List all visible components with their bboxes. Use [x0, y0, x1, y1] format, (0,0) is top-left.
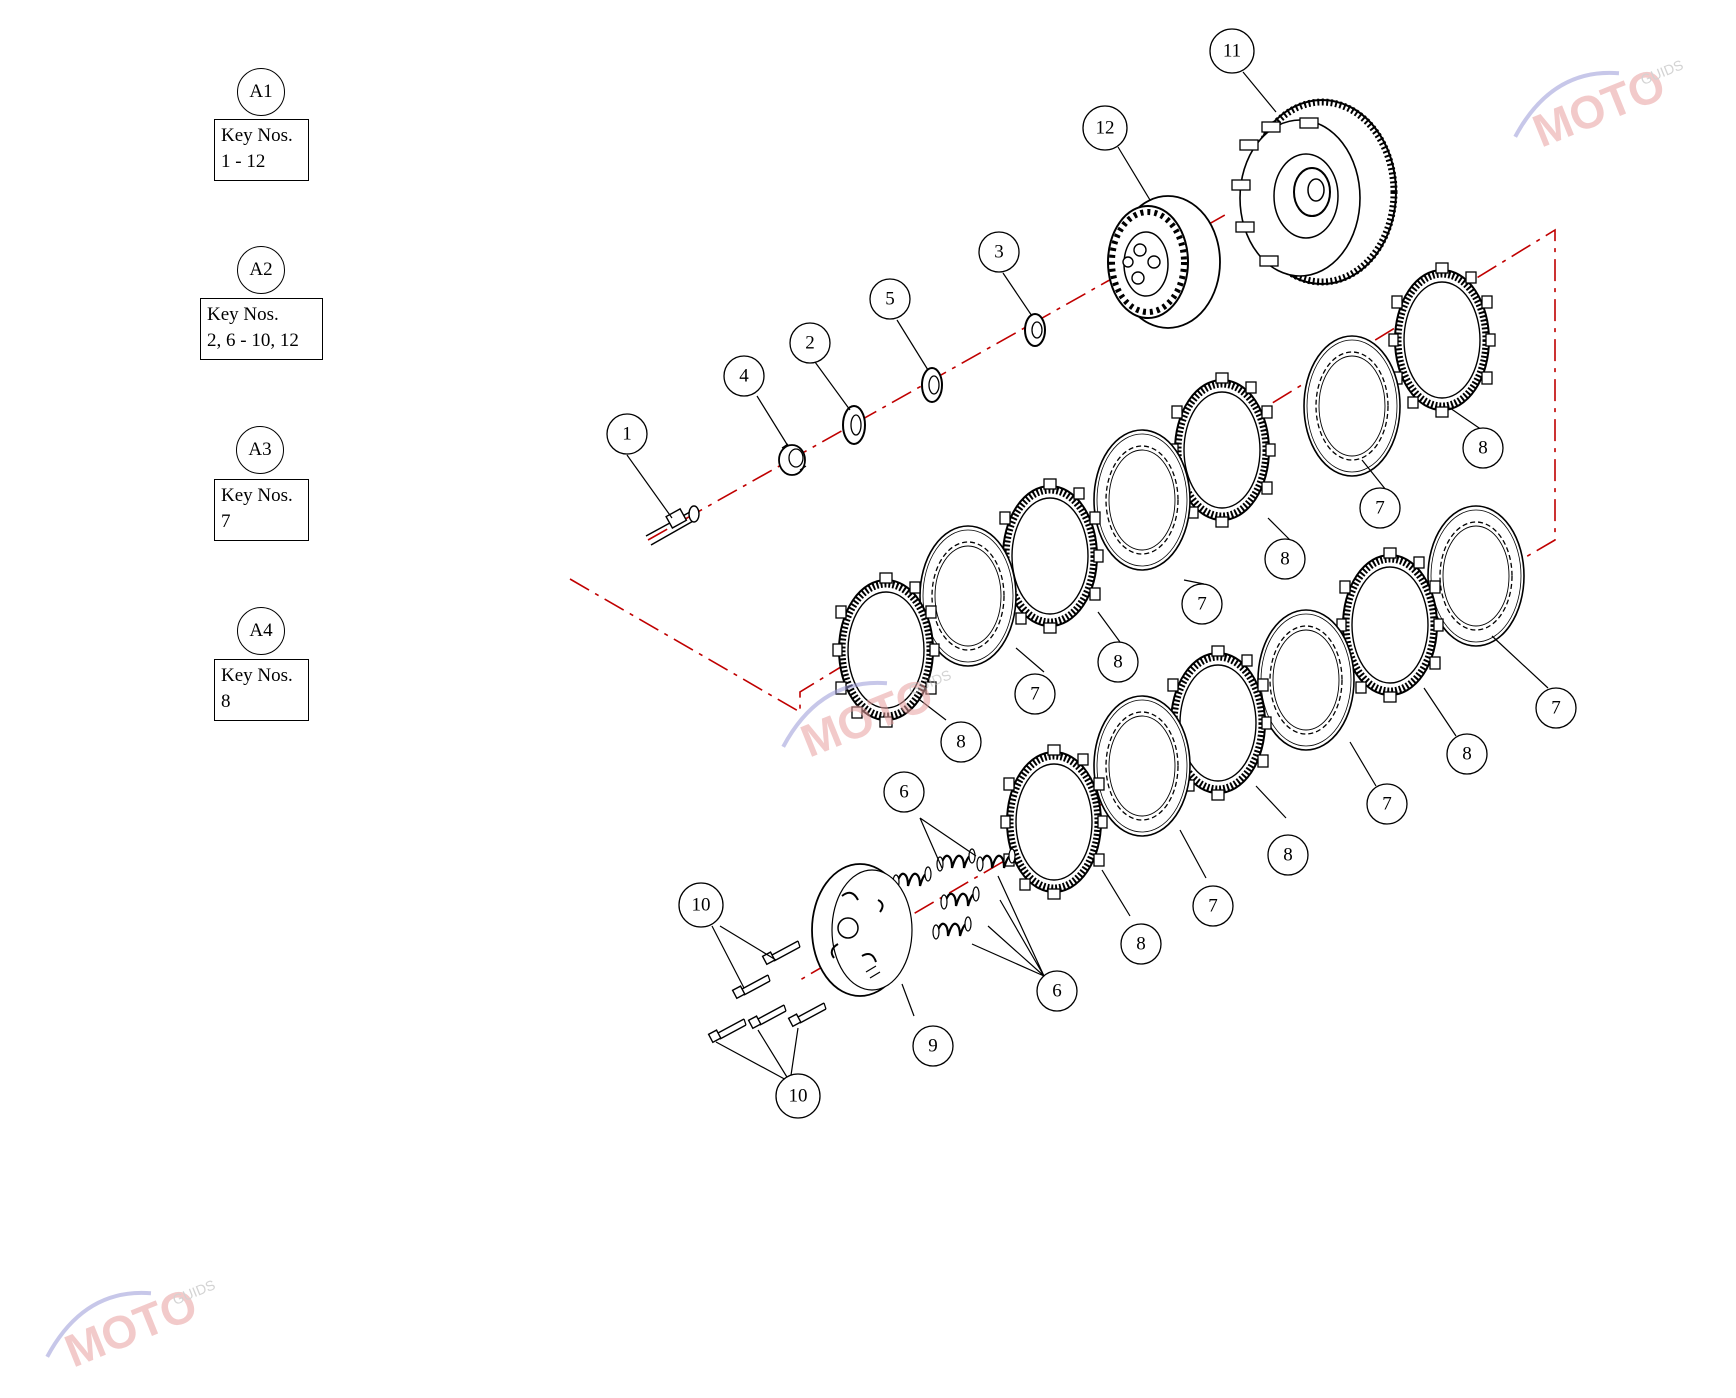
callout-9: 9 [912, 1025, 954, 1067]
key-group-a4-id: A4 [237, 607, 285, 655]
key-group-a2-value: 2, 6 - 10, 12 [207, 330, 299, 351]
callout-6-b: 6 [1036, 970, 1078, 1012]
svg-text:7: 7 [1208, 896, 1218, 917]
callout-3: 3 [978, 231, 1020, 273]
svg-text:9: 9 [928, 1036, 938, 1057]
key-group-a3-value: 7 [221, 511, 231, 532]
part-2-washer [842, 405, 866, 445]
part-5-lock-washer [921, 367, 943, 403]
svg-text:7: 7 [1375, 498, 1385, 519]
key-group-a1-box: Key Nos. 1 - 12 [214, 119, 309, 181]
svg-text:7: 7 [1030, 684, 1040, 705]
svg-text:8: 8 [1136, 934, 1146, 955]
svg-text:5: 5 [885, 289, 895, 310]
callout-4: 4 [723, 355, 765, 397]
part-7-steel-plate [1093, 695, 1191, 837]
callout-7-a: 7 [1359, 487, 1401, 529]
svg-text:7: 7 [1551, 698, 1561, 719]
callout-12: 12 [1082, 105, 1128, 151]
key-group-a3-box: Key Nos. 7 [214, 479, 309, 541]
svg-text:8: 8 [1478, 438, 1488, 459]
callout-8-g: 8 [1120, 923, 1162, 965]
key-group-a1-value: 1 - 12 [221, 151, 266, 172]
part-1-pin [645, 505, 700, 546]
callout-8-a: 8 [1462, 427, 1504, 469]
svg-text:7: 7 [1197, 594, 1207, 615]
key-group-a4-box: Key Nos. 8 [214, 659, 309, 721]
callout-8-b: 8 [1264, 538, 1306, 580]
callout-7-e: 7 [1366, 783, 1408, 825]
part-11-clutch-housing [1231, 98, 1398, 286]
callout-7-b: 7 [1181, 583, 1223, 625]
callout-2: 2 [789, 322, 831, 364]
watermark-logo-top-right: MOTO GUIDS [1513, 56, 1685, 157]
part-8-friction-plate [1389, 263, 1495, 417]
part-7-steel-plate [1257, 609, 1355, 751]
svg-text:12: 12 [1096, 118, 1115, 139]
part-7-steel-plate [1093, 429, 1191, 571]
key-group-a3-label: Key Nos. [221, 485, 293, 506]
part-9-pressure-plate [811, 863, 913, 997]
key-group-a2-id: A2 [237, 246, 285, 294]
callout-6-a: 6 [883, 771, 925, 813]
callout-8-c: 8 [1097, 641, 1139, 683]
svg-text:8: 8 [1462, 744, 1472, 765]
part-3-washer [1024, 313, 1046, 347]
key-group-a1-id: A1 [237, 68, 285, 116]
svg-text:6: 6 [1052, 981, 1062, 1002]
callout-11: 11 [1209, 28, 1255, 74]
callout-8-d: 8 [940, 721, 982, 763]
svg-text:2: 2 [805, 333, 815, 354]
svg-text:8: 8 [1280, 549, 1290, 570]
part-8-friction-plate [1001, 745, 1107, 899]
part-12-clutch-hub [1107, 195, 1221, 329]
svg-text:8: 8 [956, 732, 966, 753]
key-group-a2-label: Key Nos. [207, 304, 279, 325]
callout-1: 1 [606, 413, 648, 455]
callout-10-a: 10 [678, 882, 724, 928]
callout-7-d: 7 [1535, 687, 1577, 729]
svg-text:6: 6 [899, 782, 909, 803]
callout-7-c: 7 [1014, 673, 1056, 715]
part-4-nut [778, 443, 807, 476]
callouts: 1 4 2 5 3 12 11 8 7 8 7 8 7 8 7 8 7 8 7 … [606, 28, 1577, 1119]
svg-text:11: 11 [1223, 41, 1241, 62]
watermark-logo-bottom-left: MOTO GUIDS [45, 1276, 217, 1377]
svg-text:8: 8 [1283, 845, 1293, 866]
svg-text:7: 7 [1382, 794, 1392, 815]
svg-text:1: 1 [622, 424, 632, 445]
callout-10-b: 10 [775, 1073, 821, 1119]
svg-text:10: 10 [692, 895, 711, 916]
key-group-a4-value: 8 [221, 691, 231, 712]
callout-8-e: 8 [1446, 733, 1488, 775]
key-group-a4-label: Key Nos. [221, 665, 293, 686]
svg-text:3: 3 [994, 242, 1004, 263]
svg-text:4: 4 [739, 366, 749, 387]
key-group-a3-id: A3 [236, 426, 284, 474]
callout-8-f: 8 [1267, 834, 1309, 876]
part-7-steel-plate [1303, 335, 1401, 477]
svg-text:10: 10 [789, 1086, 808, 1107]
callout-7-f: 7 [1192, 885, 1234, 927]
leader-lines [626, 71, 1549, 1083]
key-group-a2-box: Key Nos. 2, 6 - 10, 12 [200, 298, 323, 360]
part-10-bolts [707, 940, 827, 1043]
svg-text:8: 8 [1113, 652, 1123, 673]
callout-5: 5 [869, 278, 911, 320]
key-group-a1-label: Key Nos. [221, 125, 293, 146]
